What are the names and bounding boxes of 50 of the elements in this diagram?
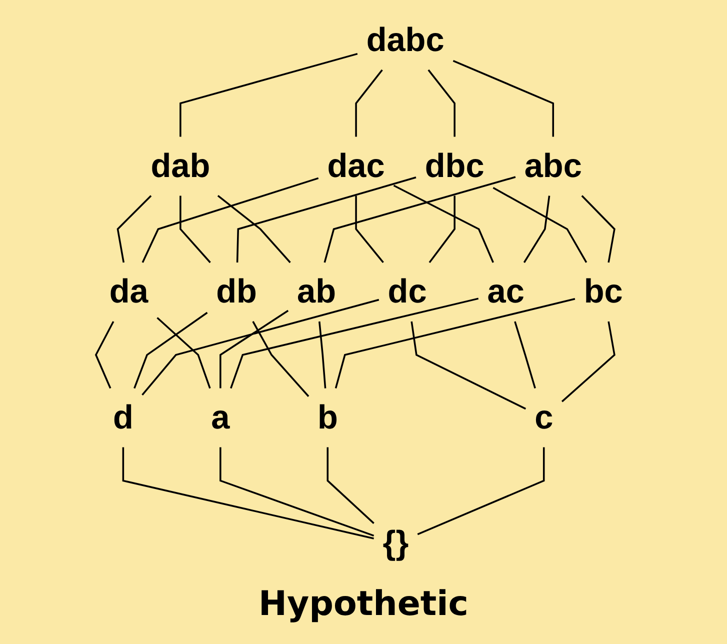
- connector: [141, 177, 318, 263]
- node-text: dabc: [366, 22, 444, 59]
- node-text: b: [317, 399, 338, 436]
- connector: [116, 195, 152, 263]
- connector: [219, 447, 374, 537]
- connector: [318, 321, 326, 388]
- node-text: bc: [584, 274, 622, 310]
- node-text: dbc: [424, 148, 484, 185]
- connector: [94, 321, 114, 389]
- node-text: dab: [150, 148, 210, 185]
- node-text: ab: [296, 274, 336, 310]
- connector: [427, 69, 456, 137]
- connector: [122, 447, 374, 540]
- connector: [334, 298, 575, 389]
- connector: [492, 186, 587, 263]
- node-text: abc: [524, 148, 582, 185]
- node-text: {}: [382, 525, 408, 562]
- connector: [133, 312, 208, 389]
- connector: [236, 176, 416, 263]
- node-text: c: [534, 399, 553, 436]
- connector: [580, 195, 616, 263]
- connector: [230, 298, 478, 389]
- connector: [219, 310, 288, 388]
- node-text: a: [210, 399, 230, 436]
- connector: [561, 321, 616, 402]
- node-text: da: [109, 274, 148, 310]
- connector: [179, 196, 211, 264]
- connector: [514, 321, 536, 389]
- connector: [217, 195, 291, 264]
- connector: [179, 52, 358, 137]
- connector: [323, 176, 516, 263]
- node-text: ac: [486, 274, 524, 310]
- connector: [252, 321, 309, 397]
- connector: [326, 447, 374, 524]
- connector: [392, 184, 494, 263]
- connector: [354, 69, 383, 137]
- connector: [452, 60, 554, 137]
- connector: [410, 321, 526, 410]
- node-text: db: [216, 274, 257, 310]
- connector: [428, 196, 456, 264]
- caption: Hypothetic: [258, 584, 468, 624]
- connector: [354, 196, 384, 264]
- node-text: d: [112, 399, 134, 436]
- connector: [141, 298, 379, 396]
- node-text: dc: [387, 274, 426, 310]
- node-text: dac: [326, 148, 384, 185]
- connector: [416, 447, 544, 536]
- lattice-diagram: dabc dab dac dbc abc da db ab dc ac bc d a b c {}: [86, 2, 640, 582]
- connector: [156, 317, 210, 389]
- connector: [523, 196, 550, 263]
